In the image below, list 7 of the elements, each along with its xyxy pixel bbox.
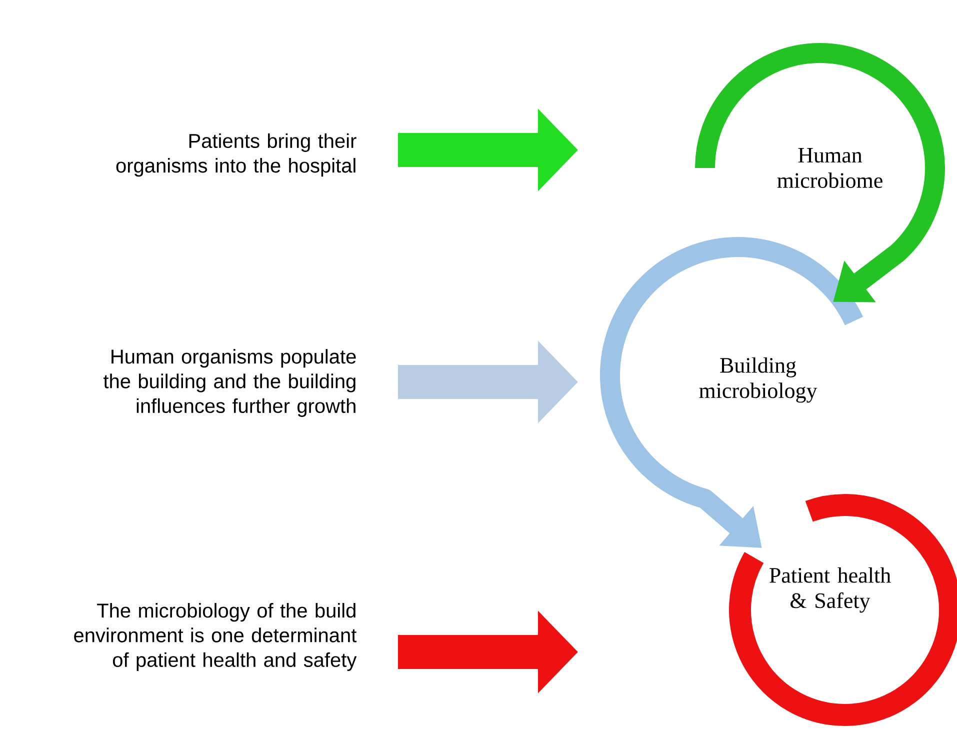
cycle-label: Building microbiology <box>699 357 818 403</box>
caption-text: Human organisms populate the building and the building influences further growth <box>104 349 356 417</box>
cycle-label: Patient health & Safety <box>770 567 891 613</box>
caption-text: Patients bring their organisms into the hospital <box>116 133 356 177</box>
arrow <box>600 237 863 548</box>
caption-text: The microbiology of the build environment is one determinant of patient health and safety <box>74 603 357 671</box>
cycle-label: Human microbiome <box>777 148 882 188</box>
